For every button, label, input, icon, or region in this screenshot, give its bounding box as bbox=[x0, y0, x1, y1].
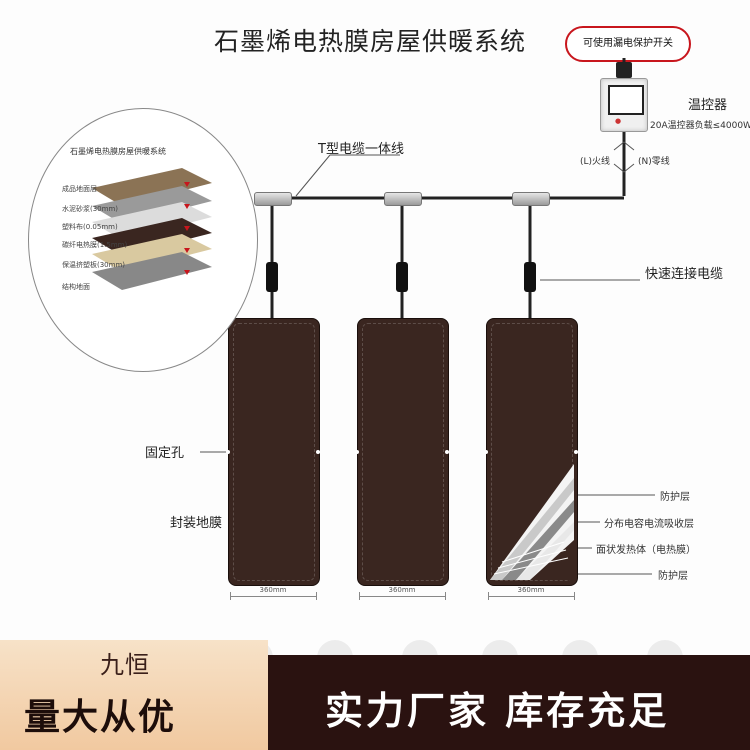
inset-layer-1: 成品地面层 bbox=[62, 185, 97, 193]
panel-width-1: 360mm bbox=[259, 586, 287, 594]
fixing-hole bbox=[574, 450, 578, 454]
layer-label-protective-bottom: 防护层 bbox=[658, 571, 688, 582]
banner-right bbox=[248, 655, 750, 750]
inset-layer-3: 塑料布(0.05mm) bbox=[62, 223, 118, 231]
slogan-factory-stock: 实力厂家 库存充足 bbox=[325, 689, 670, 733]
dimension-line-2 bbox=[359, 596, 445, 597]
quick-connector-3 bbox=[524, 262, 536, 292]
banner-left bbox=[0, 640, 268, 750]
slogan-bulk-discount: 量大从优 bbox=[24, 697, 177, 738]
fixing-hole bbox=[484, 450, 488, 454]
thermostat-spec: 20A温控器负载≤4000W bbox=[650, 121, 750, 131]
panel-width-2: 360mm bbox=[388, 586, 416, 594]
panel-width-3: 360mm bbox=[517, 586, 545, 594]
layer-label-protective-top: 防护层 bbox=[660, 492, 690, 503]
fixing-hole bbox=[445, 450, 449, 454]
layer-label-heating-body: 面状发热体（电热膜） bbox=[596, 545, 696, 556]
t-joint-2 bbox=[384, 192, 422, 206]
fixing-hole bbox=[355, 450, 359, 454]
thermostat-cap bbox=[616, 62, 632, 78]
fixing-hole bbox=[226, 450, 230, 454]
fixing-hole bbox=[316, 450, 320, 454]
arrow-down-icon bbox=[613, 163, 635, 173]
heat-arrows-icon bbox=[184, 182, 190, 275]
heating-film-panel-1 bbox=[228, 318, 320, 586]
dimension-line-3 bbox=[488, 596, 574, 597]
inset-layer-6: 结构地面 bbox=[62, 283, 90, 291]
layer-cutaway bbox=[490, 464, 574, 580]
t-joint-3 bbox=[512, 192, 550, 206]
leakage-switch-label: 可使用漏电保护开关 bbox=[565, 26, 691, 62]
inset-layer-4: 碳纤电热膜(1.5mm) bbox=[62, 241, 128, 249]
t-joint-1 bbox=[254, 192, 292, 206]
neutral-wire-label: (N)零线 bbox=[638, 157, 670, 167]
fix-hole-label: 固定孔 bbox=[145, 446, 185, 461]
diagram-title: 石墨烯电热膜房屋供暖系统 bbox=[213, 27, 526, 56]
thermostat-logo-icon: ● bbox=[615, 117, 622, 125]
quick-connector-1 bbox=[266, 262, 278, 292]
arrow-up-icon bbox=[613, 141, 635, 151]
cable-pointer bbox=[295, 154, 331, 197]
thermostat-label: 温控器 bbox=[688, 98, 728, 113]
inset-layer-2: 水泥砂浆(30mm) bbox=[62, 205, 119, 213]
brand-name: 九恒 bbox=[100, 651, 150, 679]
thermostat-device: ● bbox=[600, 78, 648, 132]
quick-connector-2 bbox=[396, 262, 408, 292]
heating-film-panel-2 bbox=[357, 318, 449, 586]
dimension-line-1 bbox=[230, 596, 316, 597]
sealed-film-label: 封装地膜 bbox=[170, 516, 223, 531]
thermostat-screen bbox=[608, 85, 644, 115]
inset-title: 石墨烯电热膜房屋供暖系统 bbox=[70, 147, 166, 156]
quick-connect-label: 快速连接电缆 bbox=[645, 267, 724, 282]
live-wire-label: (L)火线 bbox=[580, 157, 611, 167]
t-cable-label: T型电缆一体线 bbox=[318, 142, 404, 157]
inset-layer-5: 保温挤塑板(30mm) bbox=[62, 261, 126, 269]
floor-layer-stack bbox=[92, 168, 212, 290]
layer-label-capacitance: 分布电容电流吸收层 bbox=[604, 519, 694, 530]
